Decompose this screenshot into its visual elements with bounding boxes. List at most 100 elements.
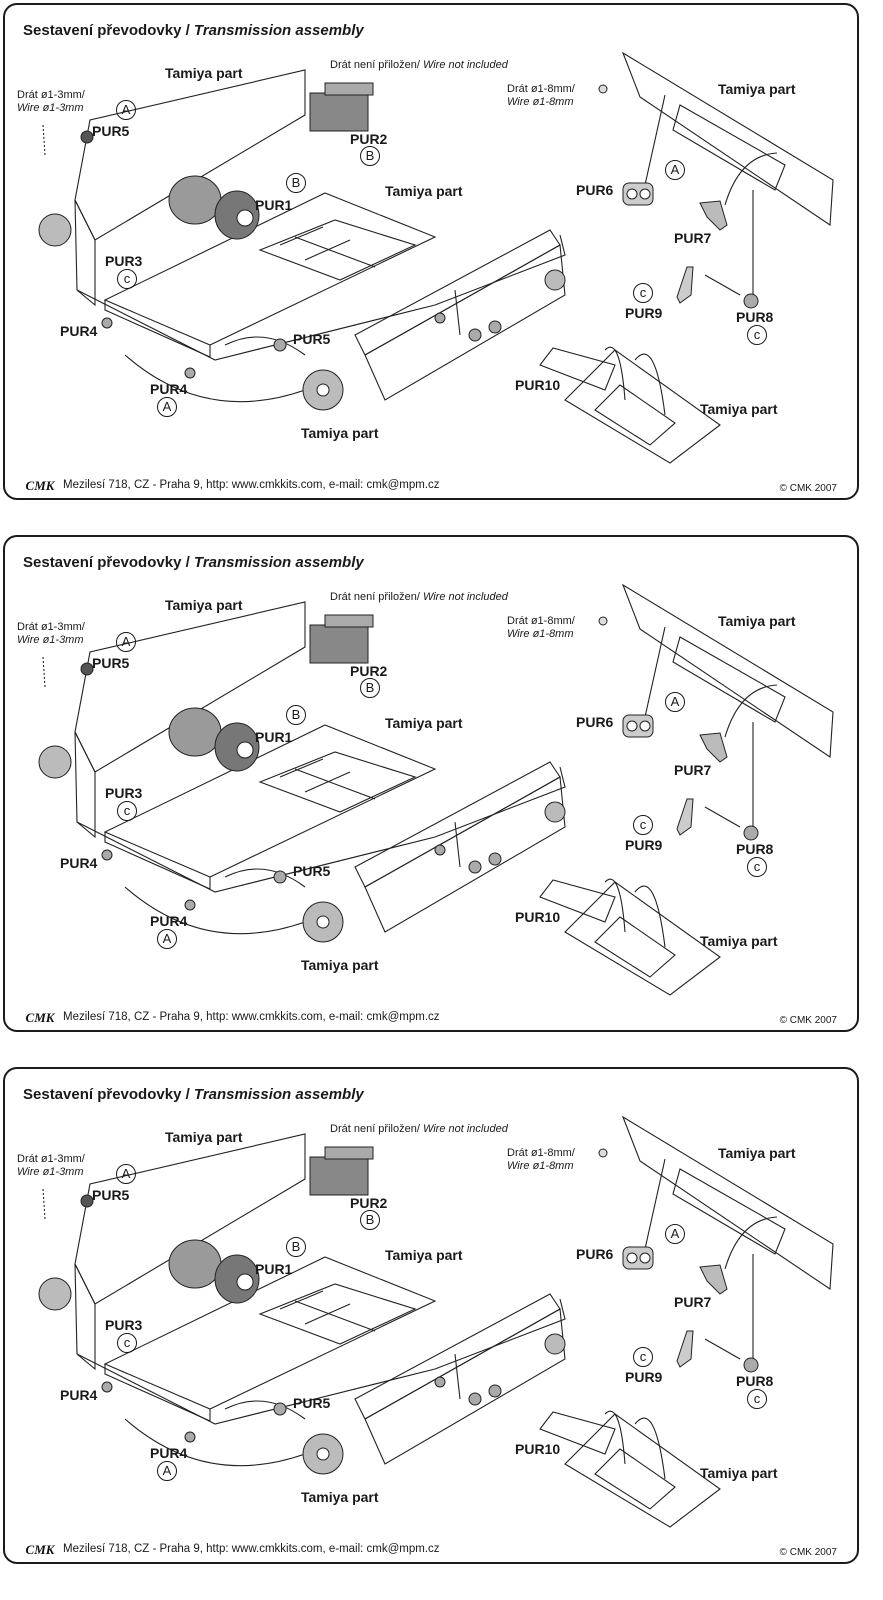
marker-a: A (157, 1461, 177, 1481)
cmk-logo: CMK (21, 1541, 59, 1557)
sheet-title: Sestavení převodovky / Transmission asse… (23, 554, 364, 571)
part-label-pur9: PUR9 (625, 837, 663, 853)
part-label-pur5: PUR5 (293, 863, 331, 879)
part-label-pur7: PUR7 (674, 762, 712, 778)
part-label-pur4: PUR4 (150, 913, 188, 929)
instruction-sheet: Sestavení převodovky / Transmission asse… (3, 3, 859, 500)
part-label-pur6: PUR6 (576, 182, 614, 198)
tamiya-part-label: Tamiya part (718, 613, 796, 629)
cmk-logo: CMK (21, 1009, 59, 1025)
tamiya-part-label: Tamiya part (165, 65, 243, 81)
instruction-sheet: Sestavení převodovky / Transmission asse… (3, 535, 859, 1032)
marker-b: B (286, 173, 306, 193)
tamiya-part-label: Tamiya part (718, 81, 796, 97)
part-label-pur4: PUR4 (60, 323, 98, 339)
copyright: © CMK 2007 (779, 483, 837, 494)
part-label-pur9: PUR9 (625, 305, 663, 321)
part-label-pur1: PUR1 (255, 1261, 293, 1277)
marker-a: A (665, 692, 685, 712)
part-label-pur4: PUR4 (60, 855, 98, 871)
tamiya-part-label: Tamiya part (301, 425, 379, 441)
sheet-title: Sestavení převodovky / Transmission asse… (23, 22, 364, 39)
marker-b: B (286, 1237, 306, 1257)
tamiya-part-label: Tamiya part (718, 1145, 796, 1161)
marker-c: c (747, 325, 767, 345)
part-label-pur10: PUR10 (515, 1441, 561, 1457)
tamiya-part-label: Tamiya part (385, 1247, 463, 1263)
assembly-drawing (38, 583, 834, 996)
marker-b: B (360, 1210, 380, 1230)
marker-b: B (286, 705, 306, 725)
wire-note: Drát není přiložen/ Wire not included (330, 591, 508, 603)
wire-note: Drát není přiložen/ Wire not included (330, 59, 508, 71)
part-label-pur9: PUR9 (625, 1369, 663, 1385)
tamiya-part-label: Tamiya part (385, 183, 463, 199)
marker-a: A (157, 929, 177, 949)
part-label-pur8: PUR8 (736, 309, 774, 325)
marker-a: A (116, 100, 136, 120)
wire-left-note: Drát ø1-3mm/Wire ø1-3mm (17, 621, 85, 646)
marker-c: c (747, 1389, 767, 1409)
marker-a: A (665, 1224, 685, 1244)
footer-address: Mezilesí 718, CZ - Praha 9, http: www.cm… (63, 1543, 440, 1555)
part-label-pur4: PUR4 (150, 381, 188, 397)
tamiya-part-label: Tamiya part (700, 401, 778, 417)
marker-c: c (633, 283, 653, 303)
instruction-sheet: Sestavení převodovky / Transmission asse… (3, 1067, 859, 1564)
marker-a: A (116, 632, 136, 652)
svg-text:CMK: CMK (26, 1010, 56, 1025)
part-label-pur7: PUR7 (674, 1294, 712, 1310)
part-label-pur8: PUR8 (736, 1373, 774, 1389)
tamiya-part-label: Tamiya part (165, 1129, 243, 1145)
marker-c: c (633, 1347, 653, 1367)
tamiya-part-label: Tamiya part (301, 957, 379, 973)
tamiya-part-label: Tamiya part (385, 715, 463, 731)
footer-address: Mezilesí 718, CZ - Praha 9, http: www.cm… (63, 479, 440, 491)
part-label-pur8: PUR8 (736, 841, 774, 857)
part-label-pur5: PUR5 (92, 123, 130, 139)
part-label-pur5: PUR5 (92, 1187, 130, 1203)
part-label-pur3: PUR3 (105, 1317, 143, 1333)
marker-c: c (117, 269, 137, 289)
assembly-drawing (38, 51, 834, 464)
part-label-pur5: PUR5 (92, 655, 130, 671)
part-label-pur3: PUR3 (105, 253, 143, 269)
marker-c: c (117, 801, 137, 821)
marker-b: B (360, 678, 380, 698)
sheet-title: Sestavení převodovky / Transmission asse… (23, 1086, 364, 1103)
copyright: © CMK 2007 (779, 1547, 837, 1558)
marker-c: c (633, 815, 653, 835)
part-label-pur1: PUR1 (255, 729, 293, 745)
marker-c: c (747, 857, 767, 877)
part-label-pur6: PUR6 (576, 714, 614, 730)
part-label-pur6: PUR6 (576, 1246, 614, 1262)
part-label-pur1: PUR1 (255, 197, 293, 213)
wire-right-note: Drát ø1-8mm/Wire ø1-8mm (507, 615, 575, 640)
assembly-drawing (38, 1115, 834, 1528)
part-label-pur4: PUR4 (150, 1445, 188, 1461)
marker-a: A (157, 397, 177, 417)
wire-left-note: Drát ø1-3mm/Wire ø1-3mm (17, 89, 85, 114)
part-label-pur10: PUR10 (515, 377, 561, 393)
cmk-logo: CMK (21, 477, 59, 493)
tamiya-part-label: Tamiya part (700, 1465, 778, 1481)
tamiya-part-label: Tamiya part (301, 1489, 379, 1505)
marker-c: c (117, 1333, 137, 1353)
svg-text:CMK: CMK (26, 478, 56, 493)
tamiya-part-label: Tamiya part (700, 933, 778, 949)
wire-right-note: Drát ø1-8mm/Wire ø1-8mm (507, 83, 575, 108)
marker-a: A (116, 1164, 136, 1184)
part-label-pur2: PUR2 (350, 1195, 388, 1211)
wire-note: Drát není přiložen/ Wire not included (330, 1123, 508, 1135)
tamiya-part-label: Tamiya part (165, 597, 243, 613)
wire-left-note: Drát ø1-3mm/Wire ø1-3mm (17, 1153, 85, 1178)
part-label-pur2: PUR2 (350, 131, 388, 147)
svg-text:CMK: CMK (26, 1542, 56, 1557)
part-label-pur5: PUR5 (293, 1395, 331, 1411)
part-label-pur4: PUR4 (60, 1387, 98, 1403)
part-label-pur7: PUR7 (674, 230, 712, 246)
part-label-pur2: PUR2 (350, 663, 388, 679)
part-label-pur5: PUR5 (293, 331, 331, 347)
marker-a: A (665, 160, 685, 180)
part-label-pur3: PUR3 (105, 785, 143, 801)
